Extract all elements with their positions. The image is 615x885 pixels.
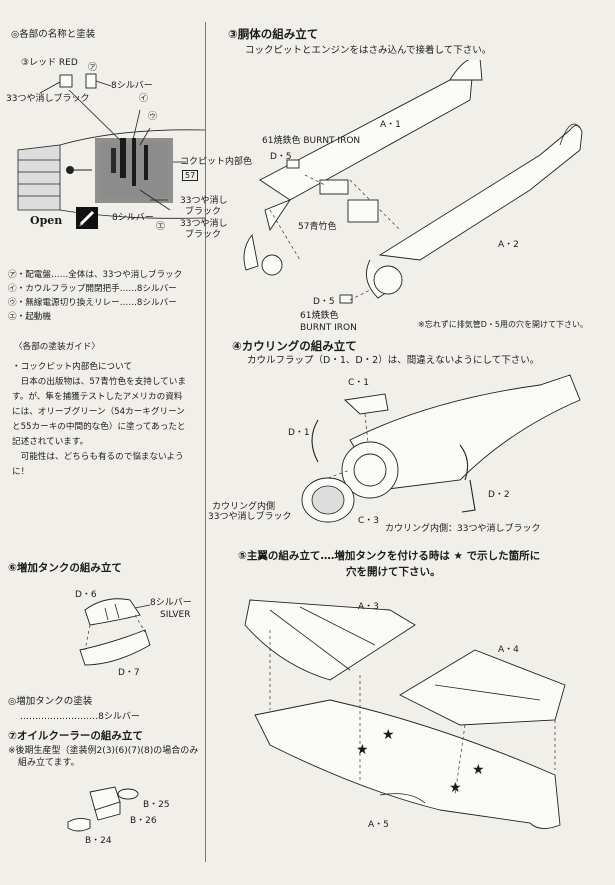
step3-a1-label: A・1 bbox=[380, 120, 401, 130]
flat-black-label: 33つや消しブラック bbox=[6, 94, 90, 104]
drill-mark-star-icon: ★ bbox=[356, 742, 369, 758]
flat-black-a2: ブラック bbox=[185, 207, 222, 217]
legend-item: ㋓・起動機 bbox=[8, 312, 51, 322]
guide-line: ・コックピット内部色について bbox=[12, 362, 133, 372]
guide-line: 記述されています。 bbox=[12, 437, 89, 447]
tank-heading: ⑥増加タンクの組み立て bbox=[8, 562, 122, 574]
oil-cooler-illustration bbox=[67, 786, 139, 832]
oil-cooler-note: ※後期生産型（塗装例2(3)(6)(7)(8)の場合のみ bbox=[8, 746, 199, 756]
red-label: ③レッド RED bbox=[21, 58, 78, 68]
tank-silver-en: SILVER bbox=[160, 610, 191, 620]
b25-label: B・25 bbox=[143, 800, 170, 810]
step3-d5-top: D・5 bbox=[270, 152, 292, 162]
guide-line: には、オリーブグリーン（54カーキグリーン bbox=[12, 407, 185, 417]
tank-paint-value: ‥‥‥‥‥‥‥‥‥‥‥‥‥8シルバー bbox=[20, 712, 140, 722]
open-pencil-icon bbox=[76, 207, 98, 229]
oil-cooler-heading: ⑦オイルクーラーの組み立て bbox=[8, 730, 143, 742]
drill-mark-star-icon: ★ bbox=[449, 780, 462, 796]
legend-item: ㋐・配電盤‥‥‥全体は、33つや消しブラック bbox=[8, 270, 183, 280]
callout-i: ㋑ bbox=[139, 94, 149, 104]
callout-u: ㋒ bbox=[148, 112, 158, 122]
step3-burnt-iron2-en: BURNT IRON bbox=[300, 323, 357, 333]
cockpit-color-label: コクピット内部色 bbox=[180, 157, 253, 167]
silver-label: 8シルバー bbox=[111, 81, 153, 91]
callout-a: ㋐ bbox=[88, 63, 98, 73]
step3-a2-label: A・2 bbox=[498, 240, 519, 250]
b24-label: B・24 bbox=[85, 836, 112, 846]
open-label: Open bbox=[30, 214, 63, 227]
callout-e: ㋓ bbox=[156, 222, 166, 232]
step3-d5-bottom: D・5 bbox=[313, 297, 335, 307]
step3-heading: ③胴体の組み立て bbox=[228, 27, 319, 41]
drop-tank-illustration bbox=[79, 598, 151, 666]
cockpit-illustration bbox=[17, 73, 205, 219]
tank-d7-label: D・7 bbox=[118, 668, 140, 678]
drill-mark-star-icon: ★ bbox=[382, 727, 395, 743]
tank-silver-label: 8シルバー bbox=[150, 598, 192, 608]
step5-heading: ⑤主翼の組み立て‥‥増加タンクを付ける時は ★ で示した箇所に bbox=[238, 550, 541, 562]
tank-paint-heading: ◎増加タンクの塗装 bbox=[8, 696, 93, 707]
guide-line: 日本の出版物は、57青竹色を支持していま bbox=[12, 377, 186, 387]
step4-d2-label: D・2 bbox=[488, 490, 510, 500]
drill-mark-star-icon: ★ bbox=[472, 762, 485, 778]
tank-d6-label: D・6 bbox=[75, 590, 97, 600]
fuselage-illustration bbox=[243, 60, 583, 304]
guide-line: に！ bbox=[12, 467, 30, 477]
step5-heading-2: 穴を開けて下さい。 bbox=[346, 566, 441, 578]
wing-illustration bbox=[244, 599, 566, 829]
step5-a3-label: A・3 bbox=[358, 602, 379, 612]
cockpit-color-num: 57 bbox=[182, 170, 199, 182]
step4-cowl-inner-3: カウリング内側：33つや消しブラック bbox=[385, 524, 541, 534]
step3-green: 57青竹色 bbox=[298, 222, 337, 232]
silver-label-2: 8シルバー bbox=[112, 213, 154, 223]
flat-black-b2: ブラック bbox=[185, 230, 222, 240]
step4-sub: カウルフラップ（D・1、D・2）は、間違えないようにして下さい。 bbox=[247, 355, 540, 366]
step4-heading: ④カウリングの組み立て bbox=[232, 339, 357, 353]
guide-line: と55カーキの中間的な色）に塗ってあったと bbox=[12, 422, 186, 432]
b26-label: B・26 bbox=[130, 816, 157, 826]
step4-c1-label: C・1 bbox=[348, 378, 370, 388]
legend-item: ㋑・カウルフラップ開閉把手‥‥‥8シルバー bbox=[8, 284, 177, 294]
cowling-illustration bbox=[301, 374, 581, 523]
step4-d1-label: D・1 bbox=[288, 428, 310, 438]
step3-exhaust-note: ※忘れずに排気管D・5用の穴を開けて下さい。 bbox=[418, 320, 588, 329]
oil-cooler-note: 組み立てます。 bbox=[18, 758, 80, 768]
step4-c3-label: C・3 bbox=[358, 516, 380, 526]
step3-sub: コックピットとエンジンをはさみ込んで接着して下さい。 bbox=[245, 45, 492, 56]
column-divider bbox=[205, 22, 206, 862]
step5-a4-label: A・4 bbox=[498, 645, 519, 655]
step4-cowl-inner-2: 33つや消しブラック bbox=[208, 512, 292, 522]
guide-heading: 〈各部の塗装ガイド〉 bbox=[14, 342, 100, 352]
guide-line: す。が、隼を捕獲テストしたアメリカの資料 bbox=[12, 392, 183, 402]
flat-black-a: 33つや消し bbox=[180, 196, 228, 206]
guide-line: 可能性は、どちらも有るので悩まないよう bbox=[12, 452, 184, 462]
step3-burnt-iron: 61焼鉄色 BURNT IRON bbox=[262, 136, 361, 146]
step4-cowl-inner-1: カウリング内側 bbox=[212, 502, 276, 512]
parts-heading: ◎各部の名称と塗装 bbox=[11, 29, 96, 40]
step5-a5-label: A・5 bbox=[368, 820, 389, 830]
flat-black-b: 33つや消し bbox=[180, 219, 228, 229]
legend-item: ㋒・無線電源切り換えリレー‥‥‥8シルバー bbox=[8, 298, 177, 308]
step3-burnt-iron2-jp: 61焼鉄色 bbox=[300, 311, 339, 321]
